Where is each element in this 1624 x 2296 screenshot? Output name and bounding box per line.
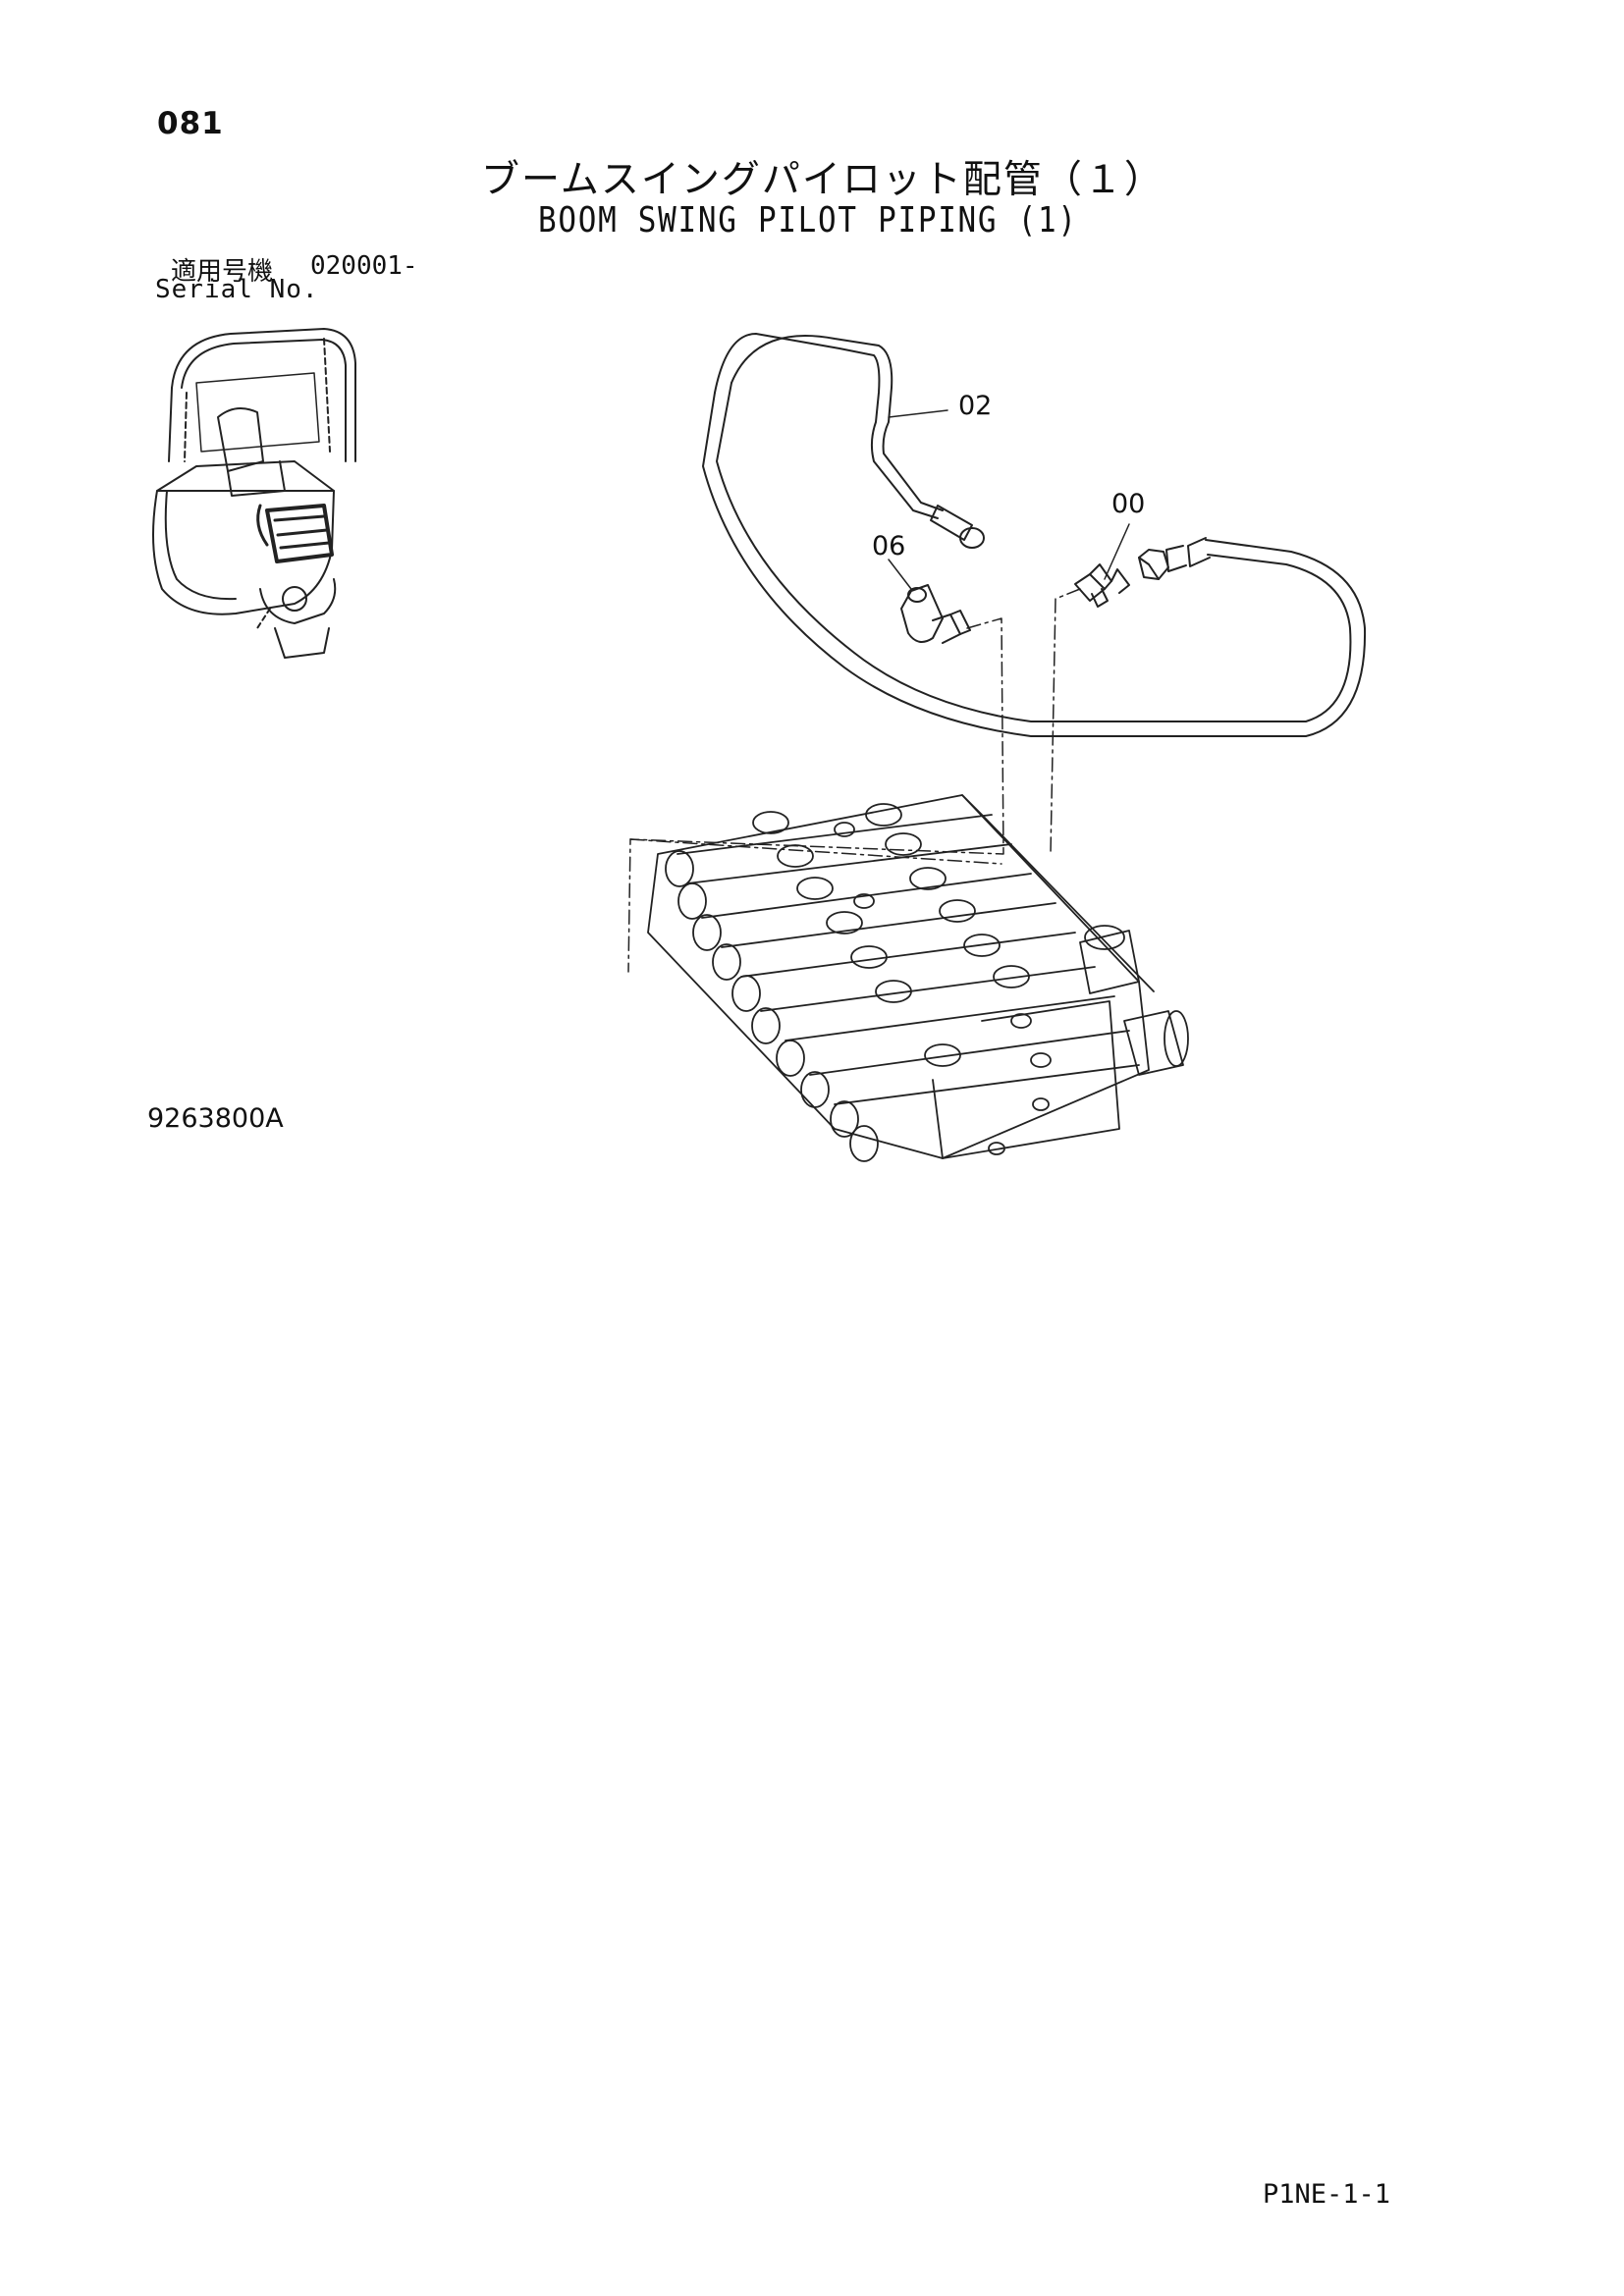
callout-06: 06 (872, 531, 905, 561)
page-number: 081 (157, 106, 224, 141)
adapter-00 (1074, 523, 1130, 608)
serial-number-value: 020001- (310, 251, 418, 281)
assembly-reference-lines (627, 588, 1081, 973)
page-title-japanese: ブームスイングパイロット配管（１） (481, 158, 1164, 202)
elbow-fitting-06 (888, 559, 971, 644)
drawing-number: 9263800A (147, 1103, 284, 1134)
callout-02: 02 (958, 391, 992, 421)
pilot-hose-02 (702, 333, 1367, 737)
valve-ports (752, 803, 1052, 1068)
serial-label-english: Serial No. (155, 275, 319, 304)
page-title-english: BOOM SWING PILOT PIPING (1) (538, 200, 1078, 240)
page-reference: P1NE-1-1 (1263, 2179, 1391, 2210)
spool-caps (665, 850, 879, 1162)
machine-location-thumbnail (152, 328, 356, 659)
control-valve-block (647, 794, 1189, 1162)
serial-label-japanese: 適用号機 (171, 257, 274, 287)
callout-00: 00 (1111, 489, 1145, 519)
